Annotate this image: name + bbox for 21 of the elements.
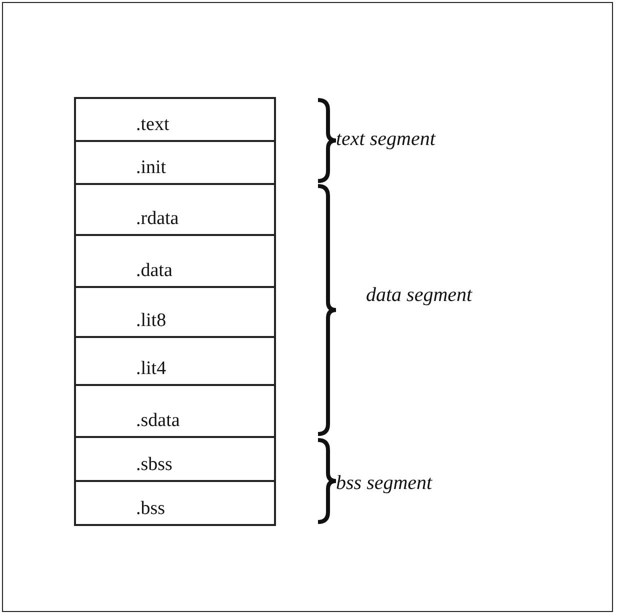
section-box (74, 234, 276, 288)
section-box (74, 336, 276, 386)
section-name: .lit4 (136, 358, 166, 380)
section-name: .rdata (136, 208, 179, 230)
section-box (74, 183, 276, 236)
segment-label: data segment (366, 284, 472, 307)
segment-label: bss segment (336, 472, 432, 495)
section-box (74, 140, 276, 185)
section-name: .text (136, 114, 170, 136)
segment-label: text segment (336, 128, 436, 151)
section-name: .sbss (136, 454, 172, 476)
section-box (74, 384, 276, 438)
section-name: .init (136, 157, 166, 179)
section-name: .data (136, 260, 172, 282)
section-box (74, 97, 276, 142)
section-name: .lit8 (136, 310, 166, 332)
section-name: .bss (136, 498, 166, 520)
section-name: .sdata (136, 410, 180, 432)
section-box (74, 286, 276, 338)
section-box (74, 480, 276, 526)
section-box (74, 436, 276, 482)
